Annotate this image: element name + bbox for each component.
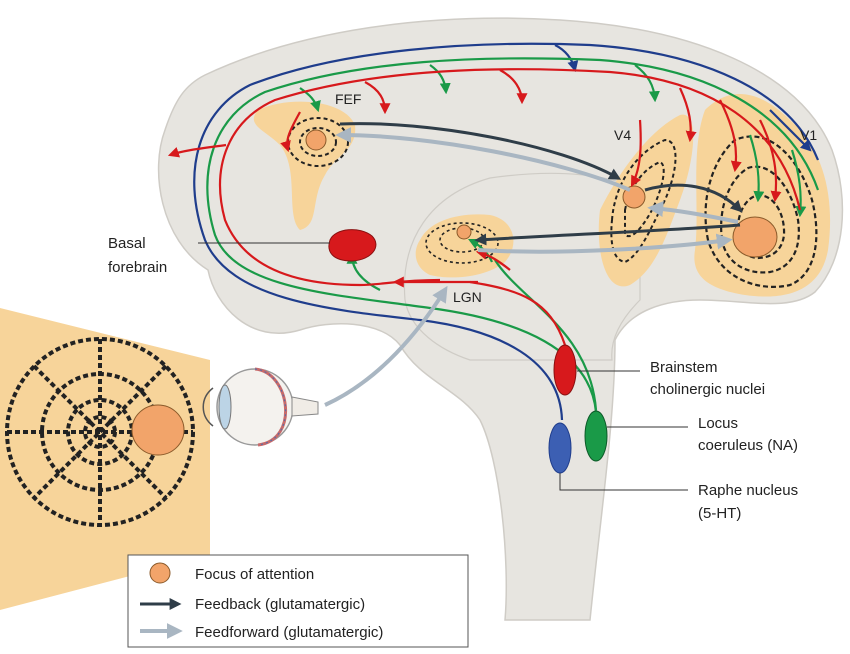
eye-to-lgn-feedforward (324, 285, 448, 407)
legend-box (127, 554, 469, 648)
brainstem-cholinergic-nucleus (553, 344, 577, 396)
legend-focus-icon (149, 562, 171, 584)
legend-focus-label: Focus of attention (195, 566, 314, 583)
v4-region (598, 114, 694, 287)
legend: Focus of attention Feedback (glutamaterg… (127, 554, 469, 648)
locus-label-2: coeruleus (NA) (698, 437, 798, 454)
basal-forebrain-label-1: Basal (108, 235, 146, 252)
locus-label-1: Locus (698, 415, 738, 432)
basal-forebrain-nucleus (328, 229, 377, 262)
label-leader-lines (198, 242, 688, 491)
legend-feedback-label: Feedback (glutamatergic) (195, 596, 365, 613)
brainstem-label-2: cholinergic nuclei (650, 381, 765, 398)
raphe-label-1: Raphe nucleus (698, 482, 798, 499)
modulatory-projections (167, 42, 820, 421)
v1-focus (732, 216, 778, 258)
raphe-nucleus (548, 422, 572, 474)
eye-icon (202, 367, 319, 447)
v4-label: V4 (614, 127, 631, 143)
legend-feedforward-label: Feedforward (glutamatergic) (195, 624, 383, 641)
v1-label: V1 (800, 127, 817, 143)
v1-dashed-fields (704, 135, 818, 288)
visual-field-focus (131, 404, 185, 456)
v4-dashed-fields (610, 138, 677, 264)
cortical-connections (335, 122, 743, 254)
fef-focus (305, 129, 327, 151)
brainstem-label-1: Brainstem (650, 359, 718, 376)
locus-coeruleus-nucleus (584, 410, 608, 462)
lgn-label: LGN (453, 289, 482, 305)
raphe-label-2: (5-HT) (698, 505, 741, 522)
fef-region (253, 101, 356, 230)
fef-label: FEF (335, 91, 361, 107)
basal-forebrain-label-2: forebrain (108, 259, 167, 276)
lgn-focus (456, 224, 472, 240)
